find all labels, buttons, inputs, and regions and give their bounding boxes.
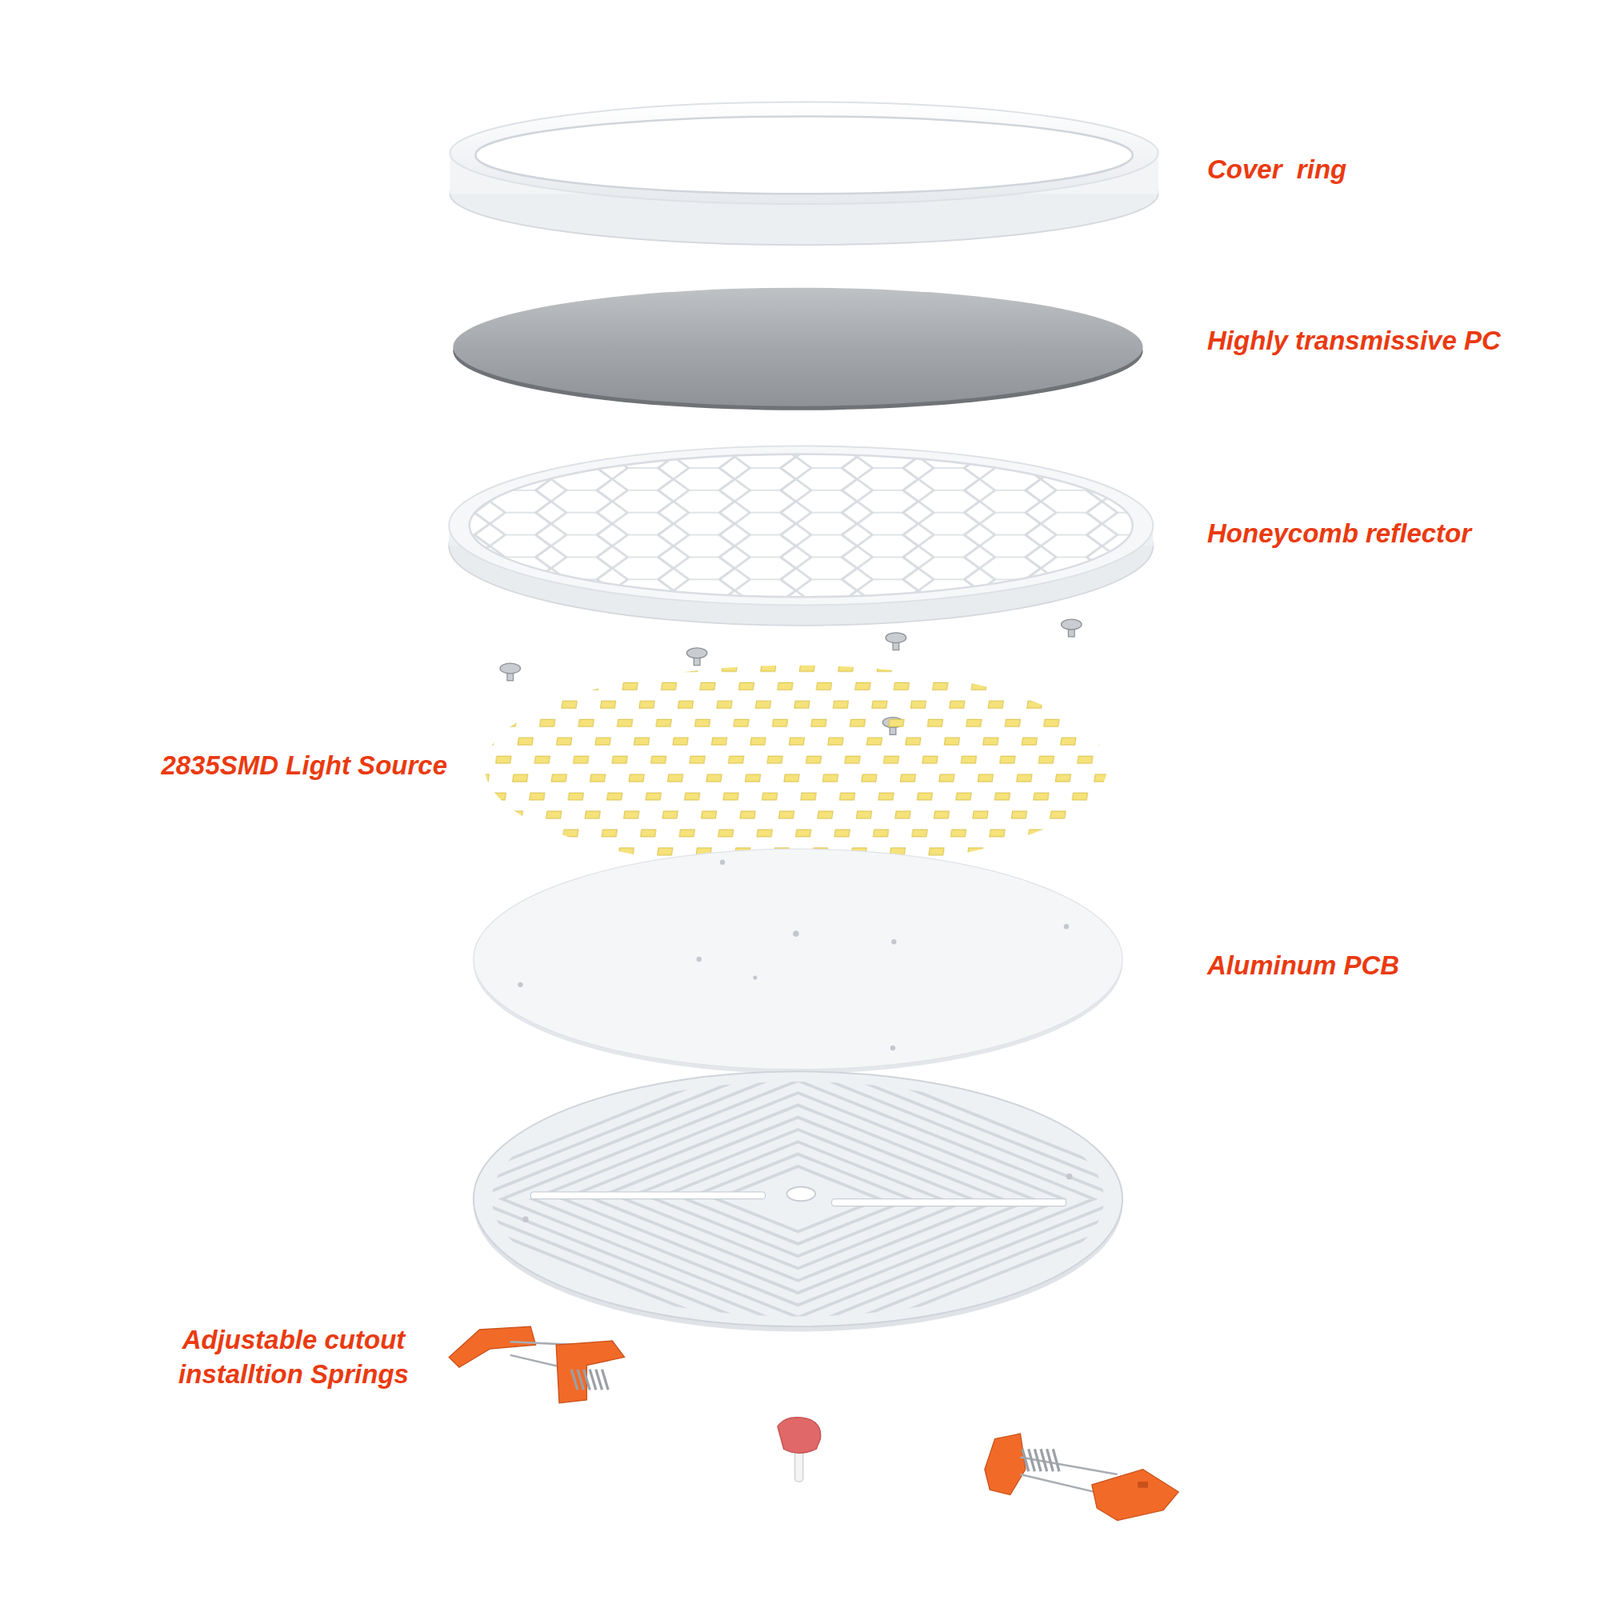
part-label: Cover ring <box>1207 152 1347 188</box>
installation-spring <box>984 1433 1179 1520</box>
part-label: Highly transmissive PC <box>1207 324 1501 359</box>
part-label: Aluminum PCB <box>1207 948 1400 984</box>
back-plate <box>410 1044 1186 1355</box>
cover-ring <box>450 102 1159 246</box>
pc-diffuser <box>452 288 1143 411</box>
pin <box>777 1417 821 1482</box>
led-array <box>479 663 1112 868</box>
part-label: Adjustable cutout installtion Springs <box>117 1323 470 1392</box>
aluminum-pcb <box>473 848 1123 1074</box>
part-label: Honeycomb reflector <box>1207 516 1472 552</box>
installation-spring <box>448 1326 624 1404</box>
honeycomb-reflector <box>448 438 1153 625</box>
part-label: 2835SMD Light Source <box>160 748 448 784</box>
